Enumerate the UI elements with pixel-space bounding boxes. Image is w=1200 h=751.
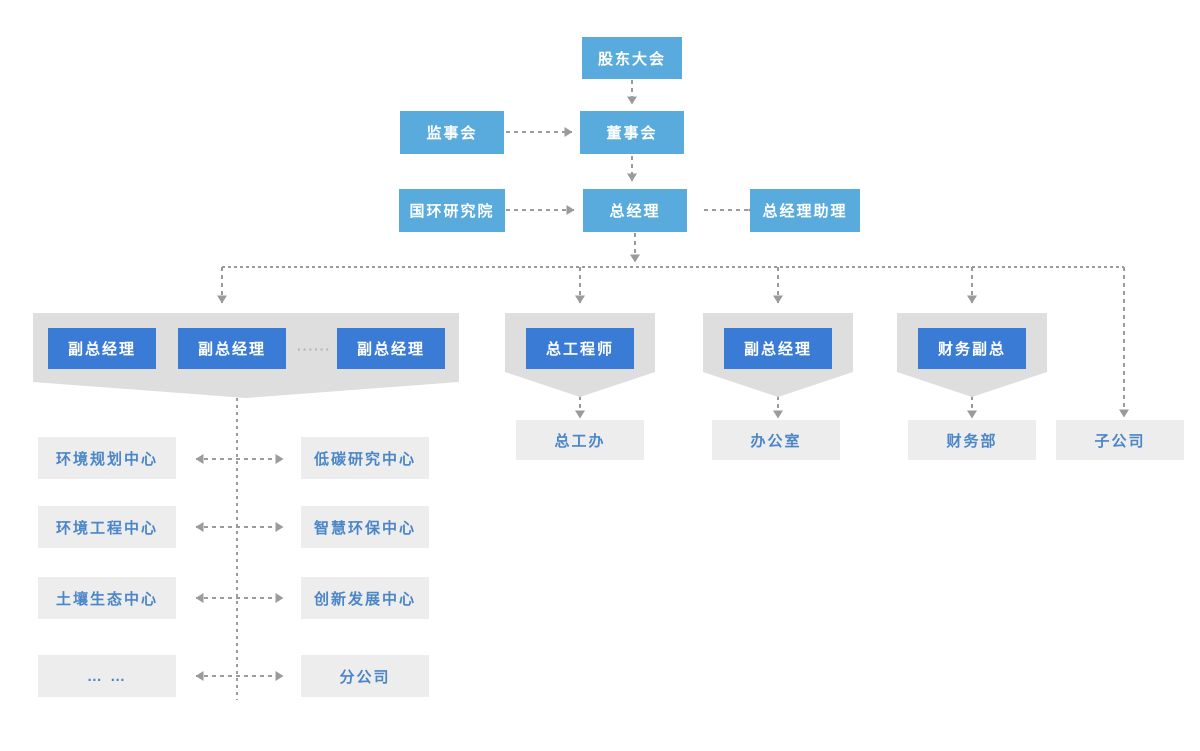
node-board-of-directors[interactable]: 董事会	[580, 111, 684, 154]
node-env-engineering-center[interactable]: 环境工程中心	[38, 506, 176, 548]
node-finance-department[interactable]: 财务部	[908, 420, 1036, 460]
node-vice-gm-operations[interactable]: 副总经理	[724, 328, 832, 369]
node-vice-gm-1[interactable]: 副总经理	[48, 328, 156, 369]
node-admin-office[interactable]: 办公室	[712, 420, 840, 460]
node-innovation-development-center[interactable]: 创新发展中心	[301, 577, 429, 619]
vice-gm-ellipsis: ······	[297, 340, 331, 357]
node-chief-engineer[interactable]: 总工程师	[526, 328, 634, 369]
node-guohuan-institute[interactable]: 国环研究院	[399, 189, 505, 232]
node-shareholders-meeting[interactable]: 股东大会	[582, 37, 682, 79]
node-vice-gm-3[interactable]: 副总经理	[337, 328, 445, 369]
node-general-manager[interactable]: 总经理	[583, 189, 687, 232]
node-smart-env-protection-center[interactable]: 智慧环保中心	[301, 506, 429, 548]
node-vice-gm-2[interactable]: 副总经理	[178, 328, 286, 369]
node-subsidiary[interactable]: 子公司	[1056, 420, 1184, 460]
node-chief-engineer-office[interactable]: 总工办	[516, 420, 644, 460]
node-low-carbon-research-center[interactable]: 低碳研究中心	[301, 437, 429, 479]
node-gm-assistant[interactable]: 总经理助理	[750, 189, 860, 232]
node-branch-company[interactable]: 分公司	[301, 655, 429, 697]
node-finance-vp[interactable]: 财务副总	[918, 328, 1026, 369]
node-board-of-supervisors[interactable]: 监事会	[400, 111, 504, 154]
node-soil-ecology-center[interactable]: 土壤生态中心	[38, 577, 176, 619]
node-left-more[interactable]: … …	[38, 655, 176, 697]
node-env-planning-center[interactable]: 环境规划中心	[38, 437, 176, 479]
